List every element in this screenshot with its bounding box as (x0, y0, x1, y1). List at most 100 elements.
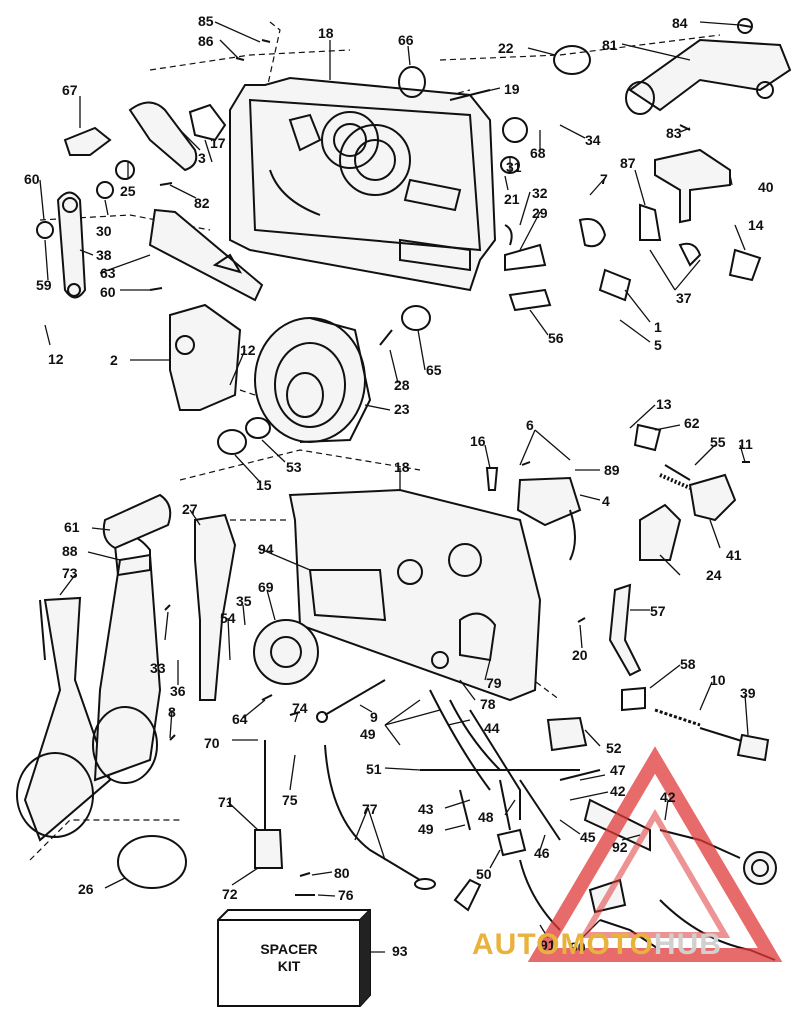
part-label: 60 (24, 171, 40, 187)
part-label: 55 (710, 434, 726, 450)
part-label: 39 (740, 685, 756, 701)
part-label: 64 (232, 711, 248, 727)
spacer-kit-box (217, 909, 371, 1007)
part-label: 29 (532, 205, 548, 221)
part-label: 57 (650, 603, 666, 619)
part-label: 42 (610, 783, 626, 799)
part-label: 50 (476, 866, 492, 882)
part-label: 91 (540, 937, 556, 953)
part-label: 80 (334, 865, 350, 881)
part-label: 60 (100, 284, 116, 300)
part-label: 75 (282, 792, 298, 808)
watermark-part-1: AUTOMOTO (472, 928, 654, 961)
part-label: 62 (684, 415, 700, 431)
part-label: 33 (150, 660, 166, 676)
part-label: 3 (198, 150, 206, 166)
part-label: 78 (480, 696, 496, 712)
part-label: 85 (198, 13, 214, 29)
part-label: 71 (218, 794, 234, 810)
part-label: 47 (610, 762, 626, 778)
part-label: 14 (748, 217, 764, 233)
part-label: 68 (530, 145, 546, 161)
part-label: 38 (96, 247, 112, 263)
part-label: 88 (62, 543, 78, 559)
part-label: 79 (486, 675, 502, 691)
part-label: 58 (680, 656, 696, 672)
part-label: 94 (258, 541, 274, 557)
spacer-kit-label: SPACER KIT (218, 910, 360, 1006)
watermark-logo (527, 746, 783, 962)
part-label: 49 (418, 821, 434, 837)
upper-housing (229, 76, 497, 292)
part-label: 12 (240, 342, 256, 358)
part-label: 52 (606, 740, 622, 756)
part-label: 1 (654, 319, 662, 335)
part-label: 45 (580, 829, 596, 845)
part-label: 26 (78, 881, 94, 897)
part-label: 40 (758, 179, 774, 195)
part-label: 67 (62, 82, 78, 98)
spacer-kit-line-1: SPACER (260, 940, 318, 957)
watermark-text: AUTOMOTOHUB (472, 928, 722, 962)
throttle-arm (625, 18, 792, 115)
part-label: 53 (286, 459, 302, 475)
part-label: 28 (394, 377, 410, 393)
part-label: 23 (394, 401, 410, 417)
part-label: 12 (48, 351, 64, 367)
part-label: 56 (548, 330, 564, 346)
part-label: 76 (338, 887, 354, 903)
part-label: 81 (602, 37, 618, 53)
part-label: 9 (370, 709, 378, 725)
part-label: 83 (666, 125, 682, 141)
lower-housing (288, 488, 542, 702)
part-label: 36 (170, 683, 186, 699)
part-label: 86 (198, 33, 214, 49)
part-label: 77 (362, 801, 378, 817)
part-label: 42 (660, 789, 676, 805)
part-label: 20 (572, 647, 588, 663)
part-label: 11 (738, 436, 753, 452)
part-label: 82 (194, 195, 210, 211)
part-label: 22 (498, 40, 514, 56)
part-label: 90 (570, 939, 586, 955)
part-label: 87 (620, 155, 636, 171)
part-label: 10 (710, 672, 726, 688)
part-label: 48 (478, 809, 494, 825)
part-label: 74 (292, 700, 308, 716)
part-label: 92 (612, 839, 628, 855)
part-label: 34 (585, 132, 601, 148)
part-label: 41 (726, 547, 742, 563)
part-label: 19 (504, 81, 520, 97)
part-label: 93 (392, 943, 408, 959)
part-label: 27 (182, 501, 198, 517)
part-label: 72 (222, 886, 238, 902)
spacer-kit-line-2: KIT (277, 958, 301, 974)
part-label: 7 (600, 171, 608, 187)
part-label: 16 (470, 433, 486, 449)
part-label: 8 (168, 704, 176, 720)
part-label: 6 (526, 417, 534, 433)
part-label: 30 (96, 223, 112, 239)
bracket-40 (654, 148, 731, 224)
part-label: 2 (110, 352, 118, 368)
part-label: 25 (120, 183, 136, 199)
part-label: 31 (506, 159, 522, 175)
part-label: 73 (62, 565, 78, 581)
part-label: 84 (672, 15, 688, 31)
part-label: 70 (204, 735, 220, 751)
part-label: 18 (318, 25, 334, 41)
part-label: 44 (484, 720, 500, 736)
part-label: 21 (504, 191, 520, 207)
part-label: 61 (64, 519, 80, 535)
part-label: 32 (532, 185, 548, 201)
watermark-part-2: HUB (653, 928, 722, 961)
part-label: 59 (36, 277, 52, 293)
control-handle-73 (16, 596, 112, 842)
part-label: 49 (360, 726, 376, 742)
gear-housing-23 (254, 317, 372, 443)
part-label: 17 (210, 135, 226, 151)
part-label: 51 (366, 761, 382, 777)
part-label: 15 (256, 477, 272, 493)
